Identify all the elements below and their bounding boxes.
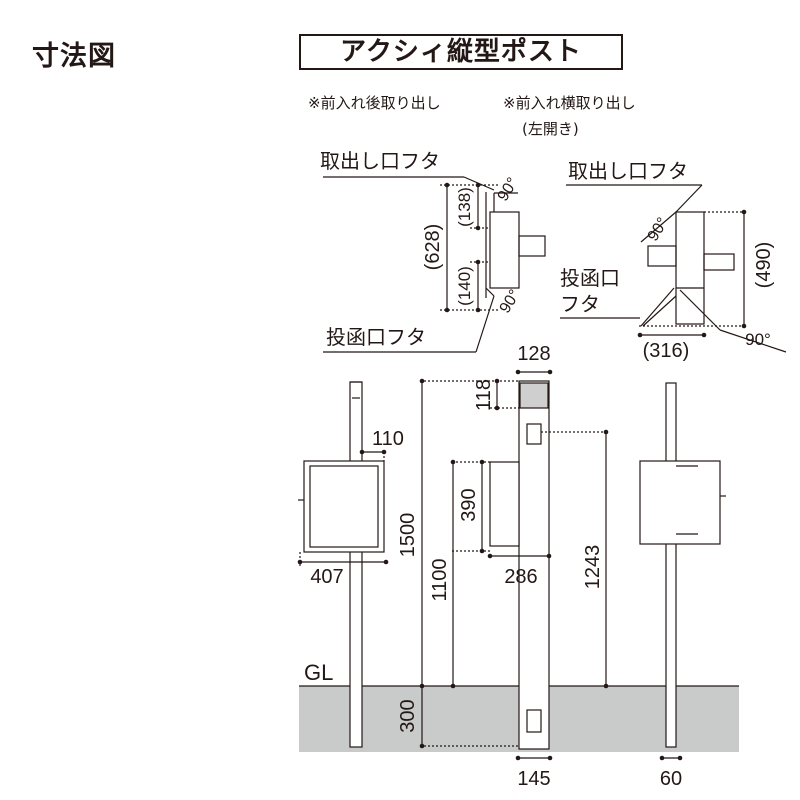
insert-lid-label-rear: 投函口フタ	[326, 326, 426, 349]
left-side-view	[298, 381, 386, 748]
takeout-lid-label-rear: 取出し口フタ	[320, 150, 440, 173]
dim-300: 300	[397, 699, 419, 732]
product-title: アクシィ縦型ポスト	[299, 34, 623, 70]
dimension-dots	[297, 182, 747, 761]
front-view	[420, 371, 607, 759]
dim-90-rear-top: 90°	[495, 175, 522, 205]
page-heading: 寸法図	[32, 41, 116, 72]
insert-lid-label-side-line1: 投函口	[560, 267, 620, 290]
dim-90-side-bottom: 90°	[745, 330, 771, 349]
gl-label: GL	[304, 660, 333, 685]
dim-110: 110	[372, 428, 404, 450]
dim-90-rear-bottom: 90°	[497, 287, 524, 317]
dim-316: (316)	[643, 340, 690, 362]
dim-1500: 1500	[397, 513, 419, 558]
dim-1100: 1100	[429, 558, 451, 601]
dim-145: 145	[517, 768, 550, 790]
dim-286: 286	[504, 566, 537, 588]
side-takeout-caption: ※前入れ横取り出し	[503, 94, 636, 112]
right-side-view	[639, 382, 726, 759]
dim-138: (138)	[455, 187, 474, 227]
rear-takeout-view	[323, 176, 546, 353]
rear-takeout-caption: ※前入れ後取り出し	[308, 94, 441, 112]
dim-390: 390	[458, 488, 480, 521]
dim-118: 118	[473, 379, 495, 411]
dim-1243: 1243	[582, 545, 604, 590]
insert-lid-label-side-line2: フタ	[560, 293, 600, 316]
dim-128: 128	[517, 343, 550, 365]
side-takeout-view	[560, 184, 787, 353]
dim-60: 60	[660, 768, 682, 790]
takeout-lid-label-side: 取出し口フタ	[568, 160, 688, 183]
dim-628: (628)	[422, 224, 444, 271]
side-takeout-subcaption: (左開き)	[522, 120, 579, 138]
dim-490: (490)	[753, 242, 775, 289]
dim-407: 407	[310, 566, 343, 588]
dim-140: (140)	[455, 266, 474, 306]
